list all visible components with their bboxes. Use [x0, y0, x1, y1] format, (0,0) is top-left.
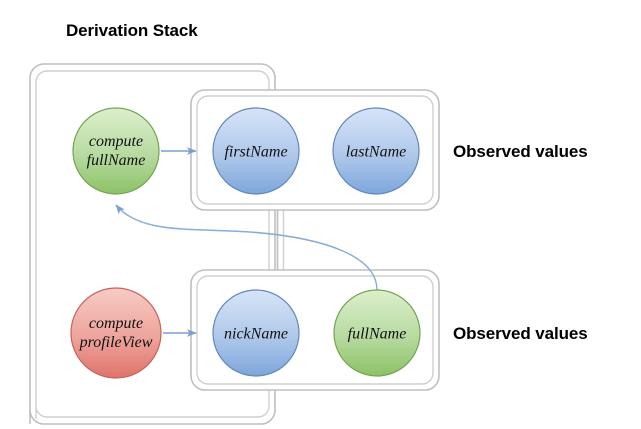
node-lastname[interactable] [332, 107, 420, 195]
node-compute-profileview[interactable] [70, 287, 162, 379]
stack-connector [276, 200, 285, 280]
node-nickname[interactable] [212, 289, 300, 377]
node-firstname[interactable] [212, 107, 300, 195]
observed-values-label-top: Observed values [453, 142, 588, 161]
page-title: Derivation Stack [66, 21, 198, 40]
edge-fullname-to-compute-fullname [115, 204, 378, 291]
node-compute-fullname[interactable] [72, 107, 160, 195]
node-fullname[interactable] [333, 289, 421, 377]
observed-values-label-bottom: Observed values [453, 324, 588, 343]
